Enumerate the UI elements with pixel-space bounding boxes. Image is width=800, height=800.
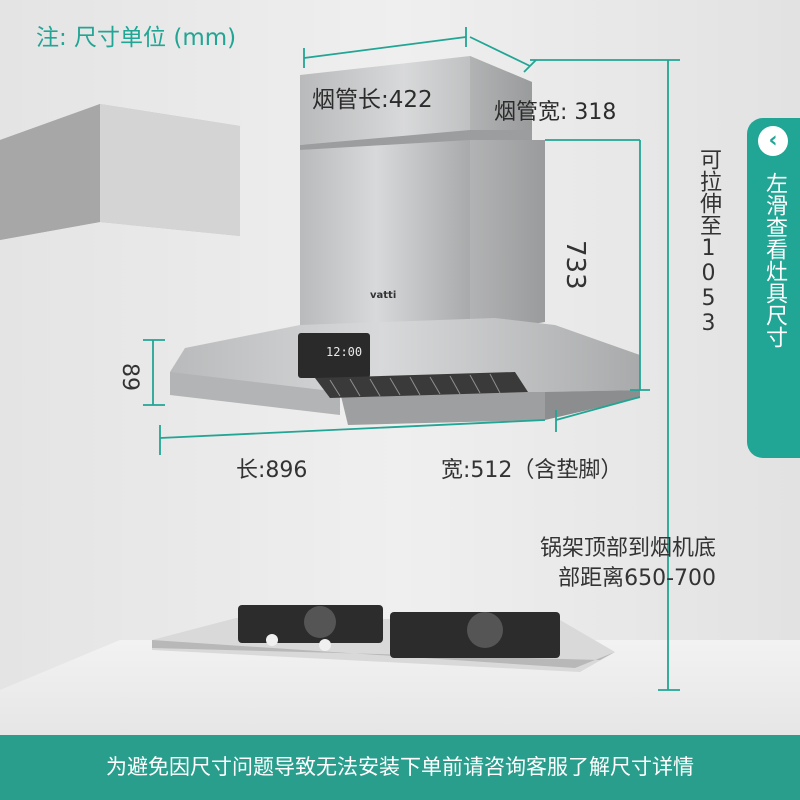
bottom-banner: 为避免因尺寸问题导致无法安装下单前请咨询客服了解尺寸详情 (0, 735, 800, 800)
duct-length-label: 烟管长:422 (312, 87, 433, 113)
chevron-left-icon[interactable]: ‹ (758, 126, 788, 156)
duct-width-label: 烟管宽: 318 (494, 100, 617, 125)
banner-text: 为避免因尺寸问题导致无法安装下单前请咨询客服了解尺寸详情 (106, 755, 694, 779)
total-length-label: 长:896 (236, 458, 308, 483)
side-tab-label: 左滑查看灶具尺寸 (762, 172, 787, 348)
view-hob-size-tab[interactable]: ‹ 左滑查看灶具尺寸 (747, 118, 800, 458)
stretch-note: 可拉伸至1053 (696, 148, 721, 336)
total-width-label: 宽:512（含垫脚） (441, 458, 623, 483)
unit-note: 注: 尺寸单位 (mm) (36, 25, 237, 51)
body-height-label: 733 (560, 240, 590, 290)
distance-note: 锅架顶部到烟机底部距离650-700 (539, 536, 716, 591)
front-height-label: 89 (117, 363, 142, 391)
display-time: 12:00 (326, 345, 363, 359)
brand-logo: vatti (370, 290, 397, 301)
